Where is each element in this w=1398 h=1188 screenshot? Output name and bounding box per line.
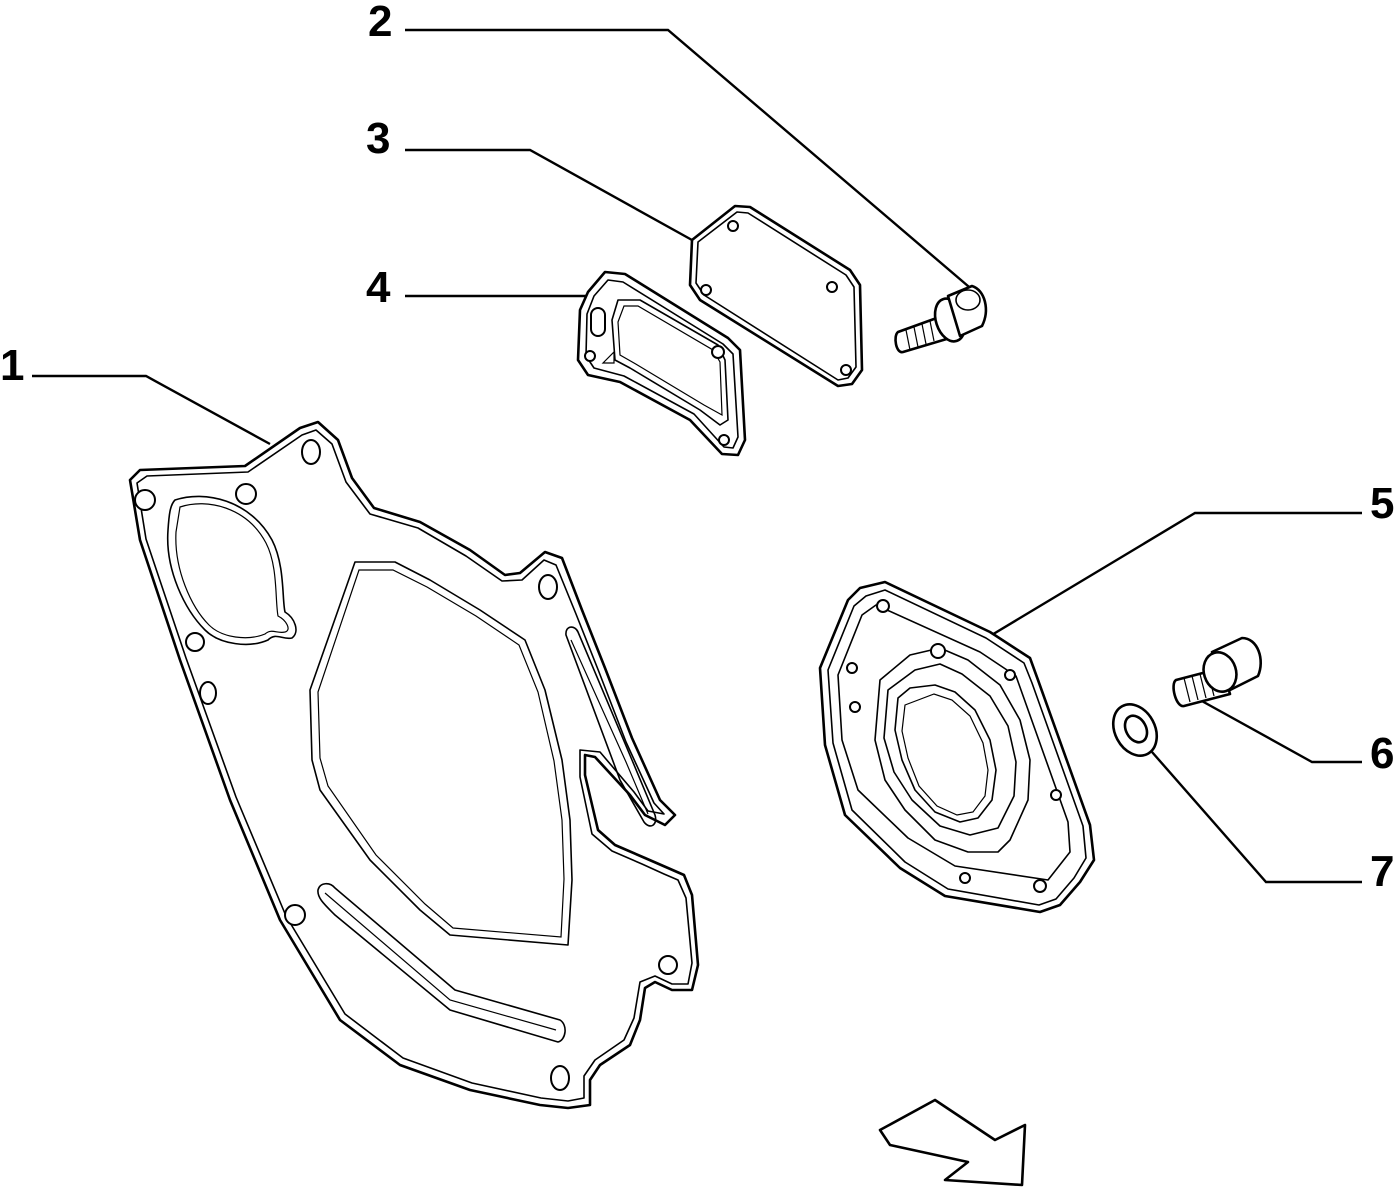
part-1-gasket-plate[interactable] bbox=[128, 420, 700, 1110]
part-6-cap-screw[interactable] bbox=[1172, 636, 1262, 708]
leader-line-2 bbox=[405, 28, 976, 293]
callout-6[interactable]: 6 bbox=[1370, 729, 1394, 778]
callout-3[interactable]: 3 bbox=[366, 114, 390, 163]
callout-5[interactable]: 5 bbox=[1370, 479, 1394, 528]
part-4-cover-gasket[interactable] bbox=[576, 270, 747, 457]
direction-arrow-icon bbox=[878, 1098, 1027, 1187]
callout-7[interactable]: 7 bbox=[1370, 847, 1394, 896]
leader-line-7 bbox=[1151, 751, 1362, 884]
bolt-hole-icon bbox=[235, 483, 257, 505]
part-3-cover-plate[interactable] bbox=[688, 204, 864, 388]
part-7-washer[interactable] bbox=[1105, 697, 1166, 763]
callout-4[interactable]: 4 bbox=[366, 263, 391, 312]
callout-1[interactable]: 1 bbox=[0, 341, 24, 390]
callout-2[interactable]: 2 bbox=[368, 0, 392, 46]
leader-line-6 bbox=[1199, 698, 1362, 764]
leader-line-3 bbox=[405, 148, 693, 242]
leader-line-1 bbox=[32, 374, 271, 446]
part-5-seal-housing[interactable] bbox=[818, 580, 1096, 914]
bolt-hole-icon bbox=[134, 489, 156, 511]
leader-line-5 bbox=[989, 511, 1362, 638]
part-2-flange-bolt[interactable] bbox=[894, 284, 988, 354]
